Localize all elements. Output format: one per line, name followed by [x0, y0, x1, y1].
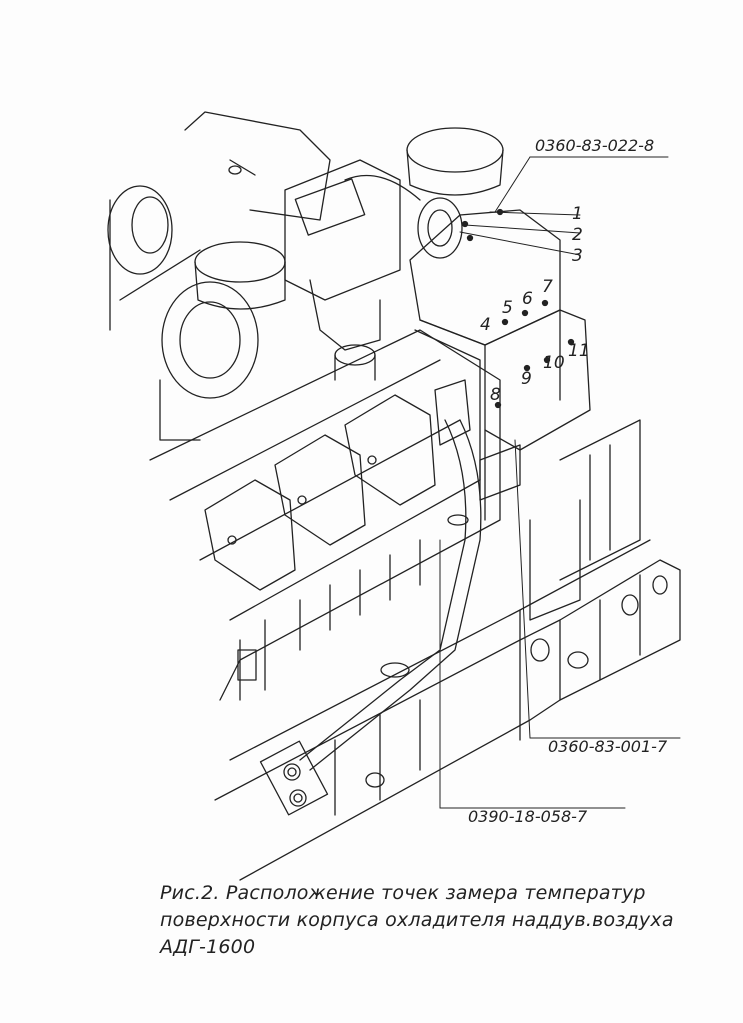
right-turbocharger [344, 127, 504, 259]
caption-line-1: Рис.2. Расположение точек замера темпера… [160, 882, 646, 904]
point-label-6: 6 [522, 289, 533, 309]
connector-box [259, 740, 329, 816]
figure-caption: Рис.2. Расположение точек замера темпера… [160, 880, 720, 961]
point-label-10: 10 [543, 353, 565, 373]
part-label-3: 0390-18-058-7 [468, 807, 588, 826]
rear-duct-housing [184, 111, 331, 221]
leader-lines [439, 156, 681, 809]
base-frame [214, 419, 681, 881]
coolant-pipes [299, 419, 482, 771]
engine-block [149, 329, 501, 701]
caption-line-2: поверхности корпуса охладителя наддув.во… [160, 909, 674, 931]
valve-covers [204, 394, 436, 591]
point-label-1: 1 [572, 204, 583, 224]
left-air-filter [194, 241, 286, 310]
point-label-11: 11 [568, 341, 590, 361]
caption-line-3: АДГ-1600 [160, 936, 256, 958]
central-manifold [284, 159, 401, 381]
point-label-4: 4 [480, 315, 491, 335]
part-label-2: 0360-83-001-7 [548, 737, 668, 756]
part-label-1: 0360-83-022-8 [535, 136, 654, 155]
left-turbocharger [107, 185, 259, 441]
point-label-5: 5 [502, 298, 513, 318]
point-label-7: 7 [542, 277, 553, 297]
point-label-2: 2 [572, 225, 583, 245]
point-label-9: 9 [521, 369, 532, 389]
point-label-3: 3 [572, 246, 583, 266]
point-label-8: 8 [490, 385, 501, 405]
labels: 0360-83-022-8 0360-83-001-7 0390-18-058-… [468, 136, 668, 826]
